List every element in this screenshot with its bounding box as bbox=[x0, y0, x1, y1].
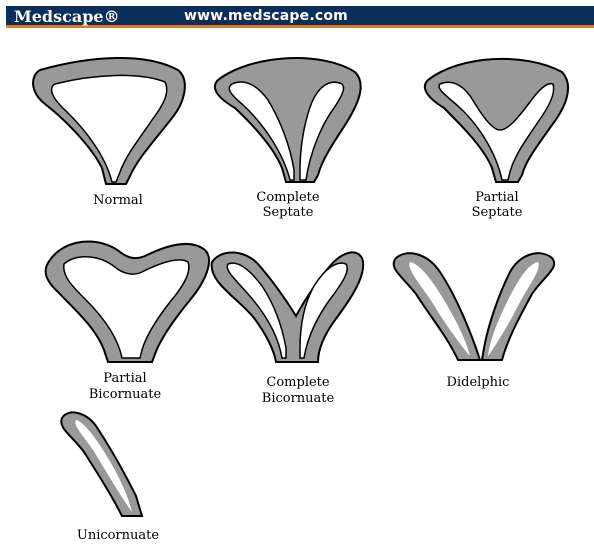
complete-bicornuate-label-line-2: Bicornuate bbox=[262, 391, 335, 406]
partial-bicornuate-label-line-2: Bicornuate bbox=[89, 387, 162, 402]
unicornuate-uterine-horn bbox=[61, 412, 142, 516]
partial-septate-label-line-1: Partial bbox=[475, 190, 518, 205]
didelphic-label-line-1: Didelphic bbox=[447, 375, 510, 390]
partial-septate-label-line-2: Septate bbox=[472, 205, 523, 220]
complete-septate-label-line-2: Septate bbox=[263, 205, 314, 220]
figure-unicornuate: Unicornuate bbox=[61, 412, 159, 543]
figure-complete-bicornuate: Complete Bicornuate bbox=[212, 252, 364, 406]
normal-label-line-1: Normal bbox=[93, 193, 143, 208]
partial-bicornuate-label-line-1: Partial bbox=[103, 371, 146, 386]
figure-normal: Normal bbox=[33, 58, 185, 208]
complete-bicornuate-label-line-1: Complete bbox=[266, 375, 329, 390]
unicornuate-label-line-1: Unicornuate bbox=[77, 528, 160, 543]
figure-didelphic: Didelphic bbox=[394, 253, 554, 390]
unicornuate-cavity bbox=[75, 420, 132, 512]
figure-partial-septate: Partial Septate bbox=[425, 59, 568, 220]
figure-partial-bicornuate: Partial Bicornuate bbox=[46, 242, 209, 402]
complete-septate-label-line-1: Complete bbox=[256, 190, 319, 205]
figure-complete-septate: Complete Septate bbox=[215, 58, 361, 220]
